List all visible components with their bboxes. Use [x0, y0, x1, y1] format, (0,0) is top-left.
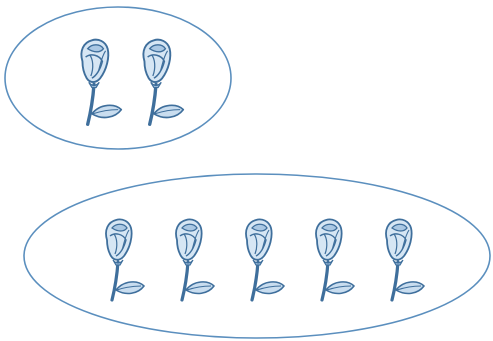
rose-icon — [316, 219, 354, 300]
bottom-roses — [106, 219, 424, 300]
rose-icon — [143, 40, 183, 125]
rose-icon — [246, 219, 284, 300]
top-group — [5, 7, 231, 149]
bottom-group — [24, 174, 490, 338]
rose-icon — [106, 219, 144, 300]
top-group-outline — [5, 7, 231, 149]
rose-icon — [386, 219, 424, 300]
rose-icon — [81, 40, 121, 125]
top-roses — [81, 40, 183, 125]
rose-icon — [176, 219, 214, 300]
